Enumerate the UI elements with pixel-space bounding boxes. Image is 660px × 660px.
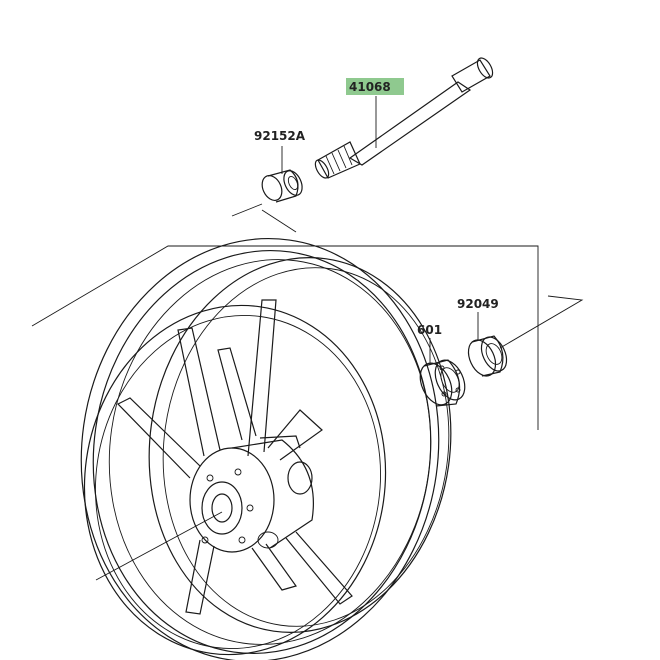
part-label-601[interactable]: 601 [417, 323, 442, 337]
frame-right [499, 295, 584, 349]
bearing-part[interactable] [414, 355, 471, 409]
part-highlight [346, 78, 404, 95]
axle-part[interactable] [313, 55, 496, 180]
axis-line-wheel [95, 511, 223, 581]
seal-part[interactable] [463, 333, 511, 380]
frame-box [31, 245, 539, 430]
part-label-92152a[interactable]: 92152A [254, 129, 306, 143]
axis-line-top-b [261, 209, 297, 233]
part-label-41068[interactable]: 41068 [349, 80, 391, 94]
wheel-part[interactable] [54, 215, 474, 660]
collar-part[interactable] [258, 168, 305, 204]
part-label-92049[interactable]: 92049 [457, 297, 499, 311]
axis-line-top [231, 203, 263, 217]
